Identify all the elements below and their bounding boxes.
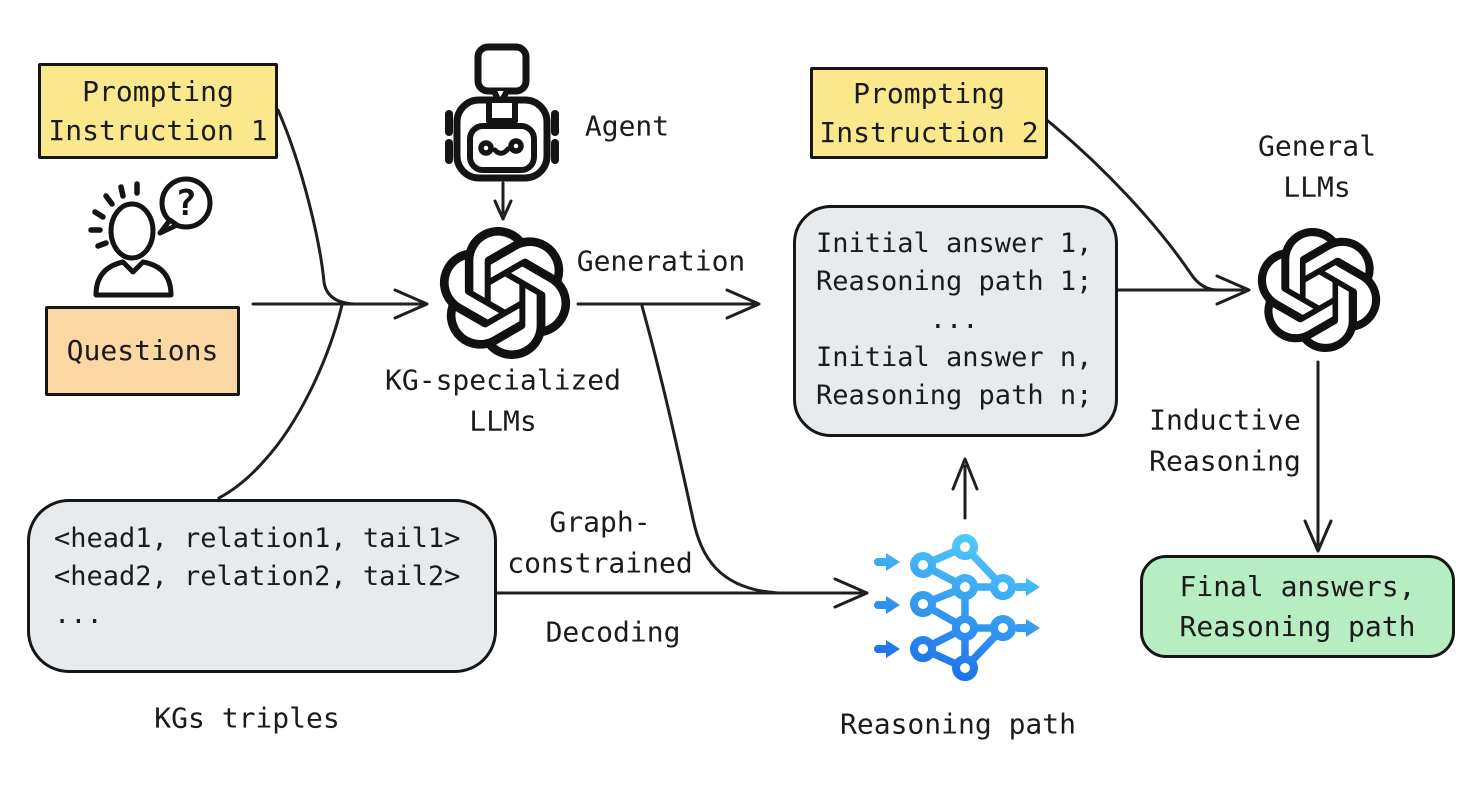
curve-prompt1-to-kgllm (276, 108, 356, 306)
openai-logo-kg-llm-icon (439, 227, 571, 359)
arrow-questions-to-kgllm (251, 288, 429, 320)
generation-label: Generation (576, 244, 746, 278)
thinking-rays-icon (88, 181, 140, 249)
curve-kgtriples-to-kgllm (217, 303, 344, 500)
robot-agent-icon (445, 43, 559, 182)
arrow-agent-to-kgllm (493, 181, 513, 221)
decoding-label: Decoding (545, 615, 681, 649)
person-shoulders-icon (93, 259, 174, 298)
robot-smile-icon (492, 146, 511, 156)
kg-specialized-llms-label: KG-specialized LLMs (384, 363, 622, 437)
questions-box: Questions (45, 306, 240, 396)
arrow-generation (576, 288, 761, 320)
inductive-reasoning-label: Inductive Reasoning (1149, 403, 1301, 477)
general-llms-label: General LLMs (1257, 129, 1377, 203)
graph-constrained-label: Graph- constrained (507, 505, 693, 579)
robot-speech-bubble-icon (474, 43, 530, 95)
robot-eye-right-icon (508, 138, 524, 154)
reasoning-path-label: Reasoning path (839, 707, 1077, 741)
nn-output-arrows (1014, 578, 1040, 637)
final-answers-box: Final answers, Reasoning path (1140, 555, 1455, 658)
question-mark-glyph: ? (175, 183, 197, 224)
robot-head-notch-icon (486, 97, 518, 124)
arrow-initial-to-generalllm (1116, 274, 1251, 306)
agent-label: Agent (584, 109, 670, 143)
nn-nodes (910, 534, 1016, 681)
question-bubble-icon (159, 176, 213, 230)
curve-prompt2-to-generalllm (1046, 119, 1220, 292)
person-question-icon: ? (88, 176, 213, 298)
arrow-reasoningpath-to-initial (951, 457, 979, 520)
openai-logo-general-llm-icon (1257, 228, 1381, 352)
robot-ears-icon (445, 110, 559, 164)
prompting-instruction-1-box: Prompting Instruction 1 (38, 63, 278, 159)
initial-answers-box: Initial answer 1, Reasoning path 1; ... … (793, 205, 1118, 437)
person-head-icon (108, 201, 156, 261)
arrow-decoding (495, 577, 869, 609)
robot-eye-left-icon (478, 140, 494, 156)
arrow-inductive-reasoning (1303, 360, 1333, 553)
prompting-instruction-2-box: Prompting Instruction 2 (810, 67, 1048, 159)
neural-network-icon (874, 534, 1040, 681)
kg-triples-box: <head1, relation1, tail1> <head2, relati… (27, 499, 497, 673)
nn-input-arrows (874, 553, 900, 658)
curve-kgllm-to-decoding (640, 304, 780, 595)
kgs-triples-label: KGs triples (154, 701, 340, 735)
question-bubble-tail-icon (157, 217, 180, 236)
robot-face-icon (467, 123, 537, 173)
